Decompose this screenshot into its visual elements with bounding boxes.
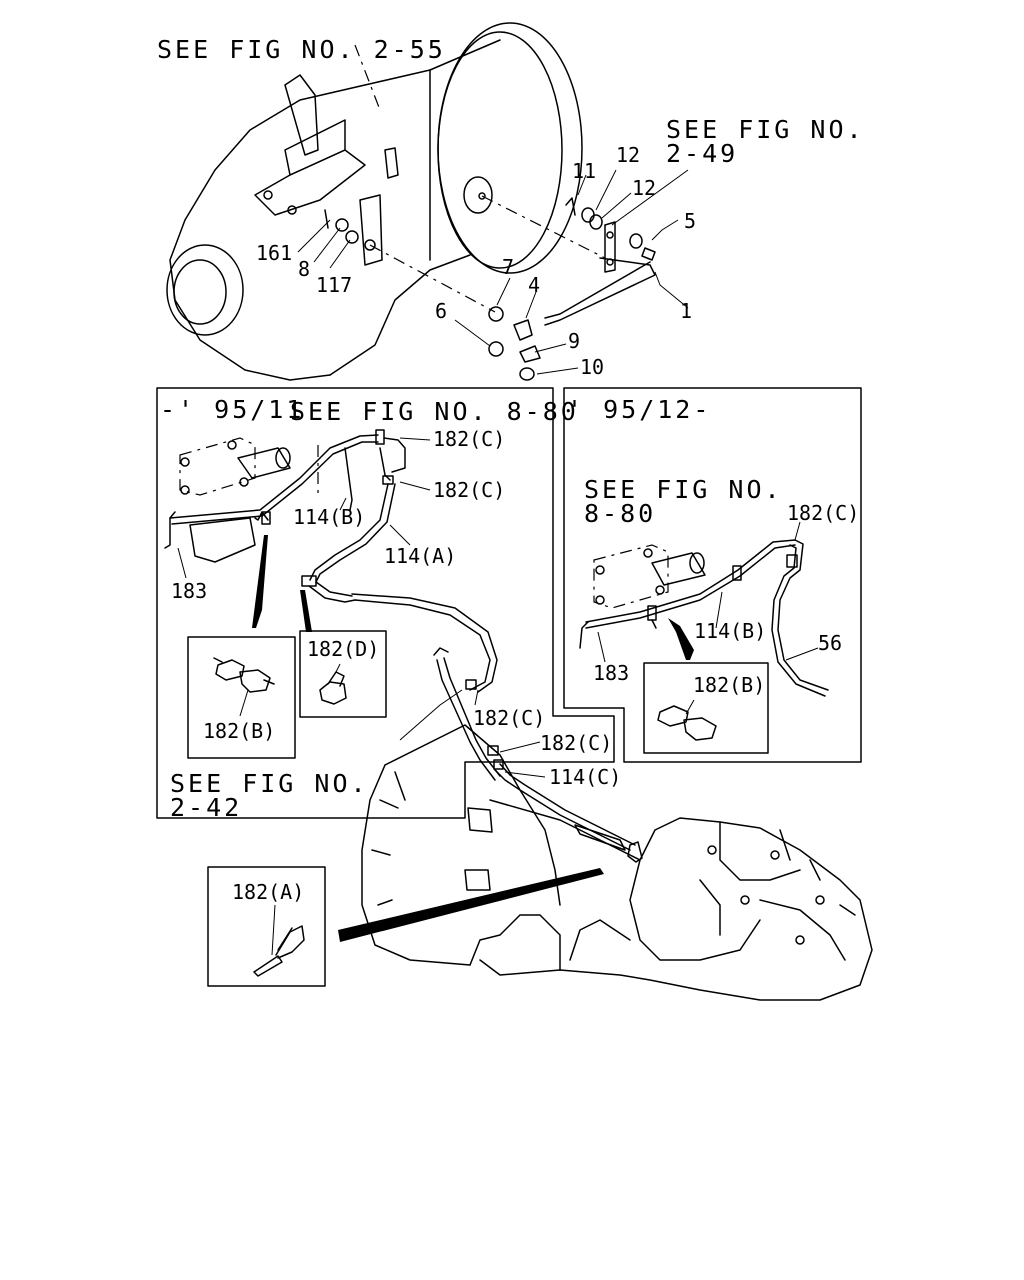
lower-label-182c-first: 182(C)	[473, 706, 545, 730]
part-label-8: 8	[298, 257, 310, 281]
right-label-114b: 114(B)	[694, 619, 766, 643]
lower-label-114c: 114(C)	[549, 765, 621, 789]
part-label-11: 11	[572, 159, 596, 183]
left-label-114a: 114(A)	[384, 544, 456, 568]
left-label-183: 183	[171, 579, 207, 603]
ref-fig-2-42-line2: 2-42	[170, 793, 242, 822]
part-label-12-upper: 12	[616, 143, 640, 167]
ref-fig-8-80-left: SEE FIG NO. 8-80	[290, 397, 579, 426]
part-label-161: 161	[256, 241, 292, 265]
left-actuator-drawing	[164, 429, 498, 693]
inset-label-182d: 182(D)	[307, 637, 379, 661]
lower-transmission-drawing	[338, 647, 873, 1001]
ref-fig-2-49-line2: 2-49	[666, 139, 738, 168]
inset-label-182a: 182(A)	[232, 880, 304, 904]
inset-label-182b-left: 182(B)	[203, 719, 275, 743]
part-label-4: 4	[528, 273, 540, 297]
part-label-10: 10	[580, 355, 604, 379]
ref-fig-2-49-line1: SEE FIG NO.	[666, 115, 865, 144]
part-label-5: 5	[684, 209, 696, 233]
left-label-182c-second: 182(C)	[433, 478, 505, 502]
right-actuator-drawing	[579, 539, 829, 697]
left-label-182c-top: 182(C)	[433, 427, 505, 451]
inset-clip-182d	[299, 630, 387, 718]
part-label-6: 6	[435, 299, 447, 323]
inset-tie-182a	[207, 866, 326, 987]
clip-182b-right-drawing	[657, 699, 717, 741]
ref-fig-8-80-right-line1: SEE FIG NO.	[584, 475, 783, 504]
lower-label-182c-second: 182(C)	[540, 731, 612, 755]
clip-182b-left-drawing	[213, 657, 275, 717]
transmission-assembly-drawing	[166, 22, 689, 381]
part-label-12-lower: 12	[632, 176, 656, 200]
right-label-183: 183	[593, 661, 629, 685]
cable-tie-182a-drawing	[253, 904, 305, 977]
right-label-182c: 182(C)	[787, 501, 859, 525]
ref-fig-2-55: SEE FIG NO. 2-55	[157, 35, 446, 64]
ref-fig-2-42-line1: SEE FIG NO.	[170, 769, 369, 798]
left-panel-frame	[156, 387, 615, 819]
right-range-label: ' 95/12-	[567, 395, 711, 424]
left-range-label: -' 95/11	[160, 395, 304, 424]
part-label-1: 1	[680, 299, 692, 323]
right-label-56: 56	[818, 631, 842, 655]
part-label-117: 117	[316, 273, 352, 297]
part-label-9: 9	[568, 329, 580, 353]
inset-clip-182b-right	[643, 662, 769, 754]
clip-182d-drawing	[319, 663, 347, 705]
right-panel-frame	[563, 387, 862, 763]
ref-fig-8-80-right-line2: 8-80	[584, 499, 656, 528]
left-label-114b: 114(B)	[293, 505, 365, 529]
inset-clip-182b-left	[187, 636, 296, 759]
part-label-7: 7	[502, 255, 514, 279]
inset-label-182b-right: 182(B)	[693, 673, 765, 697]
